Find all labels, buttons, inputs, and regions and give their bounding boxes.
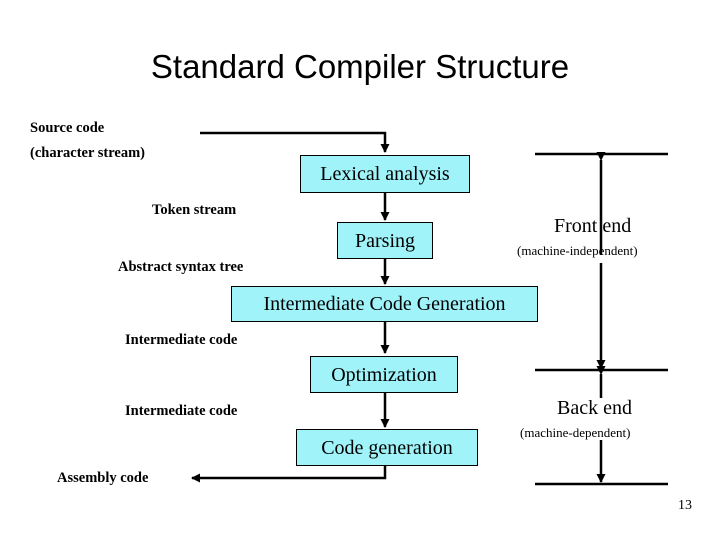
label-source-code-line1: Source code	[30, 120, 105, 136]
label-abstract-syntax-tree: Abstract syntax tree	[118, 259, 244, 275]
label-back-end: Back end	[557, 397, 632, 419]
box-intermediate-code-generation[interactable]: Intermediate Code Generation	[231, 286, 538, 322]
label-intermediate-code-2: Intermediate code	[125, 403, 238, 419]
label-front-end: Front end	[554, 215, 632, 237]
label-token-stream: Token stream	[152, 202, 237, 218]
page-number: 13	[678, 498, 692, 513]
box-optimization[interactable]: Optimization	[310, 356, 458, 393]
box-lexical-analysis[interactable]: Lexical analysis	[300, 155, 470, 193]
label-assembly-code: Assembly code	[57, 470, 149, 486]
box-code-generation[interactable]: Code generation	[296, 429, 478, 466]
arrow-codegen-to-assembly	[191, 465, 387, 483]
label-source-code-line2: (character stream)	[30, 145, 146, 161]
label-back-end-sub: (machine-dependent)	[520, 425, 631, 440]
page-title: Standard Compiler Structure	[150, 48, 570, 85]
label-front-end-sub: (machine-independent)	[517, 243, 638, 258]
label-intermediate-code-1: Intermediate code	[125, 332, 238, 348]
box-parsing[interactable]: Parsing	[337, 222, 433, 259]
arrow-source-to-lexical	[200, 131, 390, 153]
